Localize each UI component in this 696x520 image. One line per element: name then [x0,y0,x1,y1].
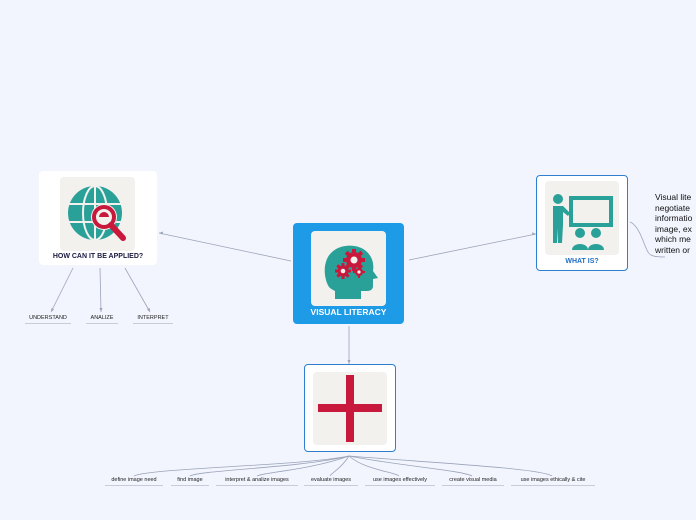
skill-use-ethically-cite[interactable]: use images ethically & cite [511,477,595,486]
red-cross-icon [313,372,387,445]
connector-leaf-5 [348,455,400,477]
what-is-description[interactable]: Visual lite negotiate informatio image, … [655,192,696,255]
description-line: Visual lite [655,192,692,202]
topic-how-applied-label: HOW CAN IT BE APPLIED? [52,253,144,260]
description-line: which me [655,234,691,244]
connector-applied [158,232,292,262]
description-line: image, ex [655,223,692,234]
connector-leaf-3 [256,455,350,477]
connector-understand [50,267,74,313]
description-line: written or [655,244,690,255]
subtopic-understand[interactable]: UNDERSTAND [25,315,71,324]
teacher-board-icon [545,181,619,255]
topic-what-is-label: WHAT IS? [565,258,599,265]
skill-create-visual-media[interactable]: create visual media [442,477,504,486]
topic-skills[interactable] [304,364,396,452]
topic-what-is[interactable]: WHAT IS? [536,175,628,271]
connector-leaf-1 [133,455,350,477]
description-line: informatio [655,213,693,223]
head-gears-icon [311,231,386,306]
skill-interpret-analize[interactable]: interpret & analize images [216,477,298,486]
central-topic-label: VISUAL LITERACY [310,307,387,317]
skill-define-image-need[interactable]: define image need [105,477,163,486]
skill-evaluate-images[interactable]: evaluate images [304,477,358,486]
connector-leaf-2 [189,455,350,477]
connector-interpret [124,267,151,313]
connector-analize [99,267,102,313]
subtopic-interpret[interactable]: INTERPRET [133,315,173,324]
connector-leaf-6 [348,455,473,477]
central-topic[interactable]: VISUAL LITERACY [293,223,404,324]
subtopic-analize[interactable]: ANALIZE [86,315,118,324]
topic-how-applied[interactable]: HOW CAN IT BE APPLIED? [39,171,157,265]
connector-what-is [408,233,537,261]
connector-leaf-7 [348,455,553,477]
skill-find-image[interactable]: find image [171,477,209,486]
skill-use-effectively[interactable]: use images effectively [365,477,435,486]
description-line: negotiate [655,202,690,213]
connector-description [629,221,666,258]
connector-leaf-4 [329,455,350,477]
globe-magnifier-icon [60,177,135,251]
